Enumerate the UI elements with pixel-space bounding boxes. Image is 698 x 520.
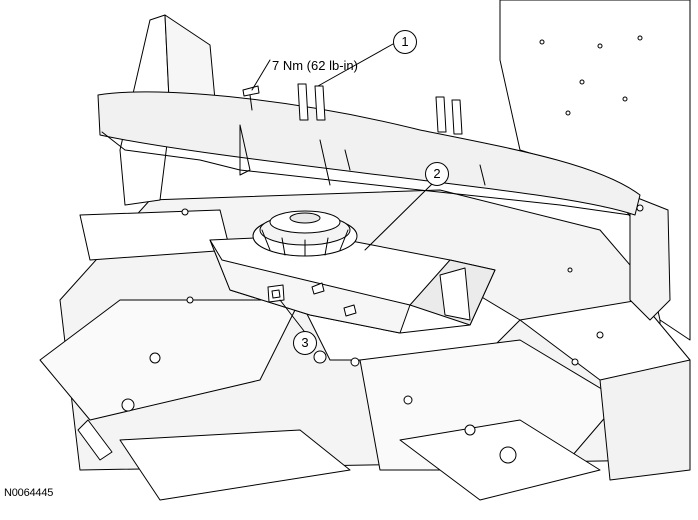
callout-1: 1: [393, 30, 417, 54]
torque-specification: 7 Nm (62 lb-in): [272, 58, 358, 73]
leader-lines: [251, 43, 433, 332]
figure-id: N0064445: [4, 487, 54, 499]
callout-3: 3: [293, 331, 317, 355]
subwoofer-speaker: [252, 210, 358, 257]
electrical-connector: [267, 284, 285, 303]
rear-seat-back: [97, 91, 641, 216]
subwoofer-enclosure: [209, 234, 496, 334]
headrest-posts: [297, 83, 463, 135]
cargo-floor: [39, 189, 691, 501]
mounting-bolt: [242, 85, 260, 111]
right-trim-panel: [499, 0, 691, 341]
callout-2: 2: [425, 162, 449, 186]
box-fasteners: [311, 282, 357, 317]
